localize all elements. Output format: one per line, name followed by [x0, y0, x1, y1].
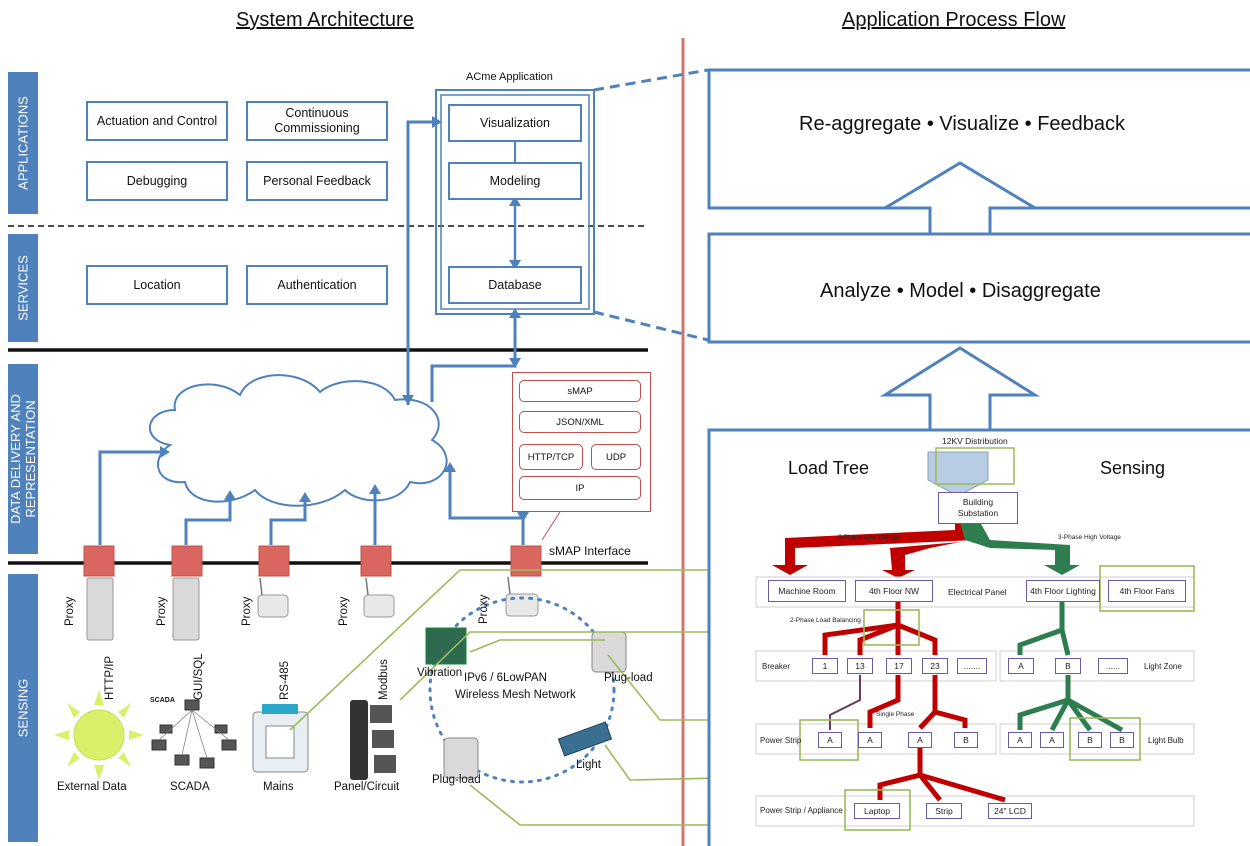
authentication-box: Authentication — [246, 265, 388, 305]
layer-services: SERVICES — [8, 234, 38, 342]
panel-circuit-label: Panel/Circuit — [334, 781, 400, 793]
udp-layer: UDP — [591, 444, 641, 470]
analyze-label: Analyze • Model • Disaggregate — [820, 280, 1101, 302]
continuous-commissioning-box: Continuous Commissioning — [246, 101, 388, 141]
location-box: Location — [86, 265, 228, 305]
light-label: Light — [576, 759, 601, 771]
light-bulb-label: Light Bulb — [1148, 736, 1184, 745]
floor-fans-node: 4th Floor Fans — [1108, 580, 1186, 602]
plug-load-label-1: Plug-load — [604, 672, 653, 684]
single-phase-label: Single Phase — [876, 711, 915, 718]
breaker-label: Breaker — [762, 662, 791, 671]
json-xml-layer: JSON/XML — [519, 411, 641, 433]
layer-sensing: SENSING — [8, 574, 38, 842]
strip-node: Strip — [926, 803, 962, 819]
ps-a-1: A — [818, 732, 842, 748]
proxy-label-5: Proxy — [478, 594, 490, 624]
ps-a-2: A — [858, 732, 882, 748]
acme-title: ACme Application — [466, 71, 553, 83]
visualization-box: Visualization — [448, 104, 582, 142]
sensing-label: Sensing — [1100, 458, 1166, 478]
gui-sql-label: GUI/SQL — [193, 653, 205, 700]
building-substation: Building Substation — [938, 492, 1018, 524]
vibration-label: Vibration — [417, 667, 463, 679]
http-ip-label: HTTP/IP — [104, 655, 116, 700]
proxy-label-4: Proxy — [338, 596, 350, 626]
load-tree-label: Load Tree — [788, 458, 870, 478]
power-strip-label: Power Strip — [760, 736, 802, 745]
machine-room-node: Machine Room — [768, 580, 846, 602]
laptop-node: Laptop — [854, 803, 900, 819]
light-zone-b: B — [1055, 658, 1081, 674]
mains-label: Mains — [263, 781, 294, 793]
proxy-label-3: Proxy — [241, 596, 253, 626]
http-tcp-layer: HTTP/TCP — [519, 444, 583, 470]
light-zone-a: A — [1008, 658, 1034, 674]
scada-label: SCADA — [170, 781, 210, 793]
scada-small-label: SCADA — [150, 697, 175, 704]
modeling-box: Modeling — [448, 162, 582, 200]
mesh-net-label-2: Wireless Mesh Network — [455, 689, 576, 701]
smap-interface-label: sMAP Interface — [549, 544, 631, 558]
floor-nw-node: 4th Floor NW — [855, 580, 933, 602]
sun-icon — [54, 690, 144, 780]
rs485-label: RS-485 — [279, 661, 291, 700]
breaker-more: ....... — [957, 658, 987, 674]
distribution-label: 12KV Distribution — [942, 436, 1008, 446]
mesh-net-label-1: IPv6 / 6LowPAN — [464, 672, 547, 684]
light-zone-more: ...... — [1098, 658, 1128, 674]
power-strip-appliance-label: Power Strip / Appliance — [760, 806, 843, 815]
reaggregate-label: Re-aggregate • Visualize • Feedback — [799, 113, 1126, 135]
breaker-1: 1 — [812, 658, 838, 674]
lcd-node: 24" LCD — [988, 803, 1032, 819]
lb-a-1: A — [1008, 732, 1032, 748]
two-phase-label: 2-Phase Load Balancing — [790, 617, 861, 624]
ip-layer: IP — [519, 476, 641, 500]
right-title: Application Process Flow — [842, 9, 1066, 31]
debugging-box: Debugging — [86, 161, 228, 201]
external-data-label: External Data — [57, 781, 127, 793]
layer-data-delivery: DATA DELIVERY AND REPRESENTATION — [8, 364, 38, 554]
high-voltage-label: 3-Phase High Voltage — [1058, 534, 1121, 541]
ps-a-3: A — [908, 732, 932, 748]
smap-layer: sMAP — [519, 380, 641, 402]
modbus-label: Modbus — [378, 659, 390, 700]
electrical-panel-label: Electrical Panel — [948, 587, 1007, 597]
lb-b-2: B — [1110, 732, 1134, 748]
lb-b-1: B — [1078, 732, 1102, 748]
personal-feedback-box: Personal Feedback — [246, 161, 388, 201]
ps-b: B — [954, 732, 978, 748]
smap-stack — [512, 372, 651, 512]
low-voltage-label: 3-Phase Low Voltage — [838, 534, 900, 541]
left-title: System Architecture — [236, 9, 414, 31]
floor-lighting-node: 4th Floor Lighting — [1026, 580, 1100, 602]
plug-load-label-2: Plug-load — [432, 774, 481, 786]
database-box: Database — [448, 266, 582, 304]
proxy-label-1: Proxy — [64, 596, 76, 626]
light-zone-label: Light Zone — [1144, 662, 1182, 671]
breaker-23: 23 — [922, 658, 948, 674]
actuation-control-box: Actuation and Control — [86, 101, 228, 141]
lb-a-2: A — [1040, 732, 1064, 748]
proxy-label-2: Proxy — [156, 596, 168, 626]
breaker-17: 17 — [886, 658, 912, 674]
layer-applications: APPLICATIONS — [8, 72, 38, 214]
breaker-13: 13 — [847, 658, 873, 674]
